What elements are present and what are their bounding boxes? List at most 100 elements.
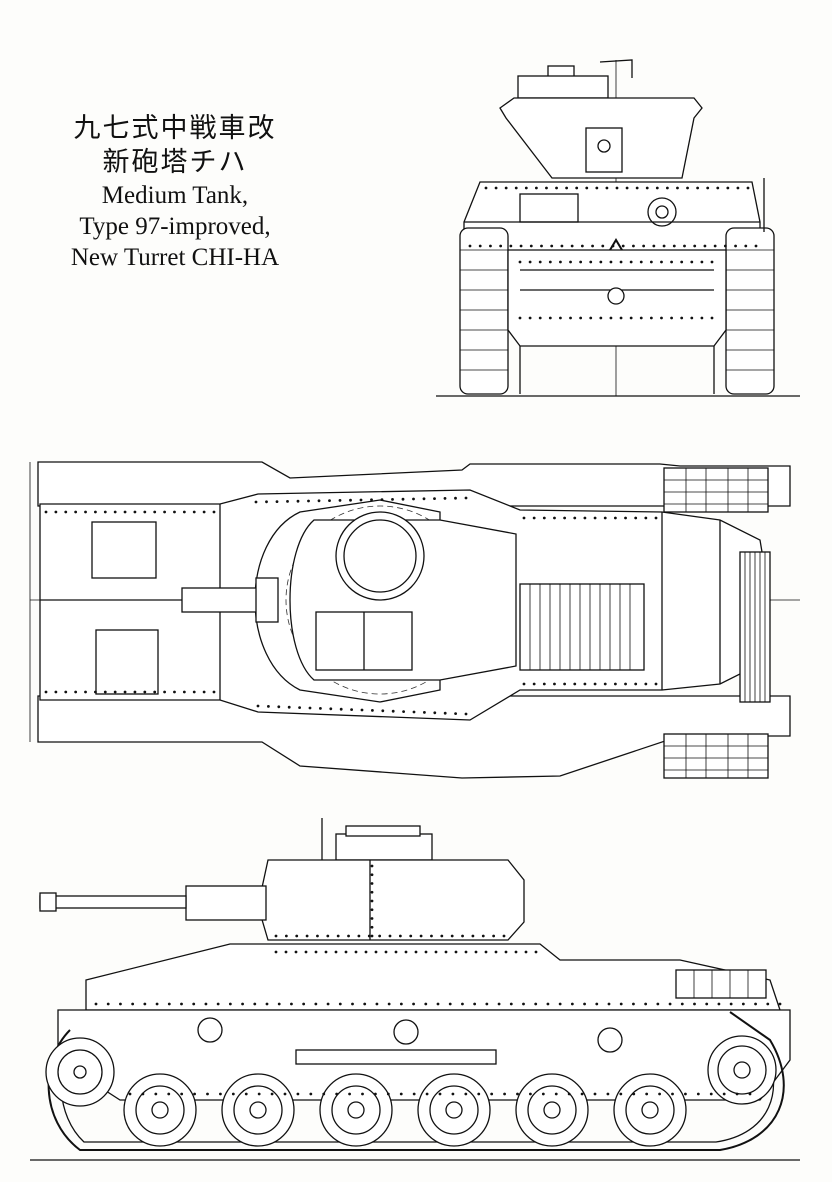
rivet (722, 1092, 726, 1096)
title-english-line1: Medium Tank, (101, 181, 249, 209)
rivet (370, 498, 373, 502)
title-english-line2: Type 97-improved, (79, 212, 271, 240)
rivet (499, 244, 503, 248)
rivet (464, 1092, 468, 1096)
rivet (746, 186, 750, 190)
rivet (464, 496, 468, 500)
rivet (370, 925, 374, 929)
rivet (351, 1002, 354, 1006)
rivet (308, 706, 312, 710)
rivet (375, 1002, 379, 1006)
rivet (84, 510, 87, 514)
rivet (522, 1002, 525, 1006)
rivet (652, 244, 656, 248)
rivet (163, 510, 166, 514)
rivet (634, 682, 638, 686)
rivet (319, 707, 322, 710)
rivet (451, 1092, 455, 1096)
rivet (700, 260, 704, 264)
rivet (141, 1092, 145, 1096)
rivet (131, 1002, 135, 1006)
rivet (173, 690, 176, 694)
rivet (253, 1002, 257, 1006)
rivet (754, 1002, 757, 1006)
rivet (371, 709, 374, 712)
rivet (443, 711, 447, 715)
rivet (464, 950, 468, 954)
rivet (696, 186, 700, 190)
rivet (554, 1092, 558, 1096)
rivet (518, 316, 522, 320)
rivet (593, 1092, 597, 1096)
side-view (30, 818, 800, 1161)
rivet (113, 690, 117, 694)
rivet (192, 510, 196, 514)
rivet (553, 682, 556, 686)
rivet (284, 934, 288, 938)
rivet (335, 1092, 339, 1096)
rivet (454, 950, 458, 954)
rivet (534, 950, 538, 954)
rivet (639, 260, 643, 264)
rivet (619, 316, 623, 320)
rivet (522, 682, 526, 686)
rivet (182, 690, 186, 694)
rivet (603, 682, 607, 686)
rivet (106, 1002, 110, 1006)
rivet (639, 316, 643, 320)
rivet (378, 934, 382, 938)
rivet (529, 244, 533, 248)
rivet (676, 186, 679, 190)
rivet (563, 682, 567, 686)
rivet (624, 682, 627, 686)
rivet (509, 1002, 513, 1006)
rivet (290, 1002, 293, 1006)
rivet (548, 316, 552, 320)
rivet (619, 1002, 623, 1006)
rivet (611, 244, 615, 248)
rivet (575, 186, 579, 190)
rivet (399, 1002, 403, 1006)
rivet (645, 1092, 649, 1096)
rivet (613, 682, 617, 686)
rivet (706, 186, 710, 190)
rivet (474, 950, 478, 954)
rivet (583, 1002, 586, 1006)
rivet (766, 1002, 770, 1006)
rivet (534, 1002, 538, 1006)
rivet (672, 244, 676, 248)
rivet (665, 186, 669, 190)
rivet (642, 244, 646, 248)
rivet (461, 1002, 464, 1006)
rivet (370, 934, 374, 938)
rivet (265, 500, 268, 504)
rivet (212, 510, 216, 514)
rivet (307, 499, 310, 503)
rivet (283, 1092, 287, 1096)
rivet (654, 682, 658, 686)
rivet (384, 950, 388, 954)
rivet (502, 934, 506, 938)
rivet (401, 497, 405, 501)
rivet (583, 682, 587, 686)
rivet (192, 1002, 196, 1006)
rivet (563, 516, 567, 520)
rivet (328, 499, 331, 502)
rivet (710, 316, 714, 320)
rivet (569, 316, 572, 320)
rivet (381, 709, 385, 713)
rivet (433, 711, 437, 715)
rivet (700, 316, 704, 320)
rivet (532, 516, 536, 520)
rivet (484, 950, 488, 954)
rivet (153, 510, 157, 514)
rivet (265, 1002, 269, 1006)
rivet (349, 498, 352, 502)
rivet (528, 260, 532, 264)
rivet (412, 497, 415, 501)
rivet (629, 316, 633, 320)
rivet (295, 934, 299, 938)
rivet (567, 1092, 571, 1096)
rivet (497, 1002, 501, 1006)
rivet (606, 1092, 610, 1096)
